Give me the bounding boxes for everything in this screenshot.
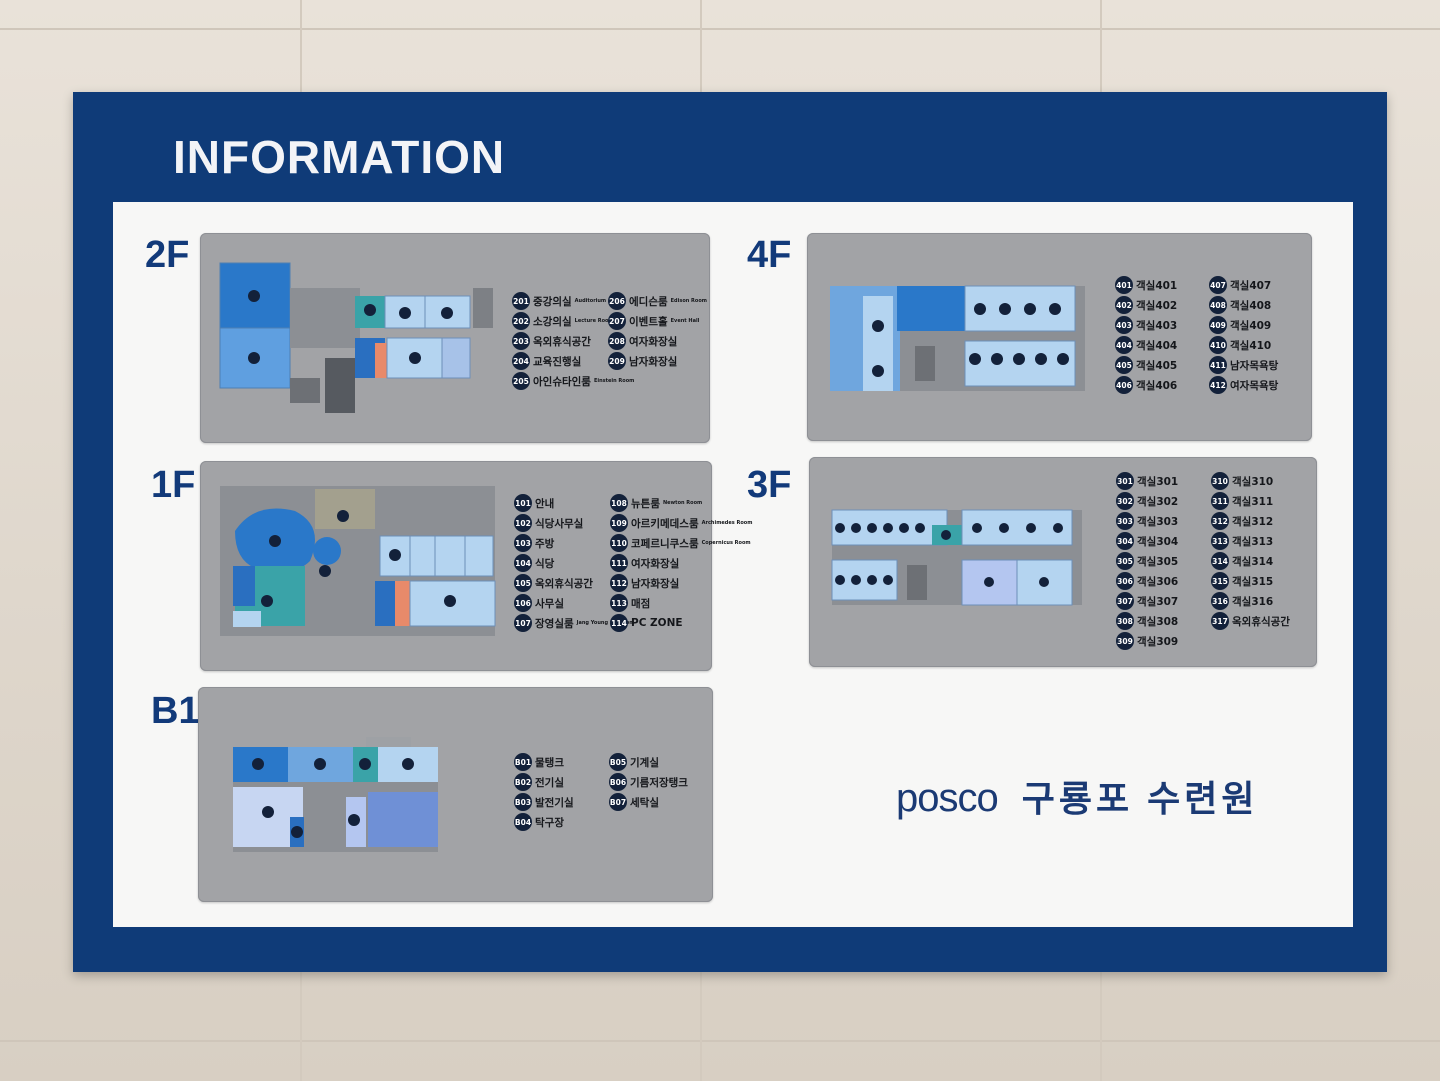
information-sign: INFORMATION 2F	[73, 92, 1387, 972]
sign-title: INFORMATION	[173, 131, 506, 183]
floor-label-2f: 2F	[145, 234, 190, 276]
floor-label-4f: 4F	[747, 234, 792, 276]
floor-label-1f: 1F	[151, 464, 196, 506]
brand-name: posco	[896, 776, 999, 820]
floor-plan-1f	[220, 486, 496, 636]
floor-plan-2f	[219, 262, 493, 413]
floor-label-b1: B1	[151, 690, 200, 732]
floor-label-3f: 3F	[747, 464, 792, 506]
sign-board: 2F	[113, 202, 1353, 927]
floor-plan-3f	[831, 509, 1082, 606]
floor-plan-b1	[233, 737, 438, 852]
posco-logo: posco 구룡포 수련원	[896, 770, 1259, 822]
facility-name: 구룡포 수련원	[1021, 778, 1259, 819]
floor-plan-4f	[830, 285, 1085, 391]
